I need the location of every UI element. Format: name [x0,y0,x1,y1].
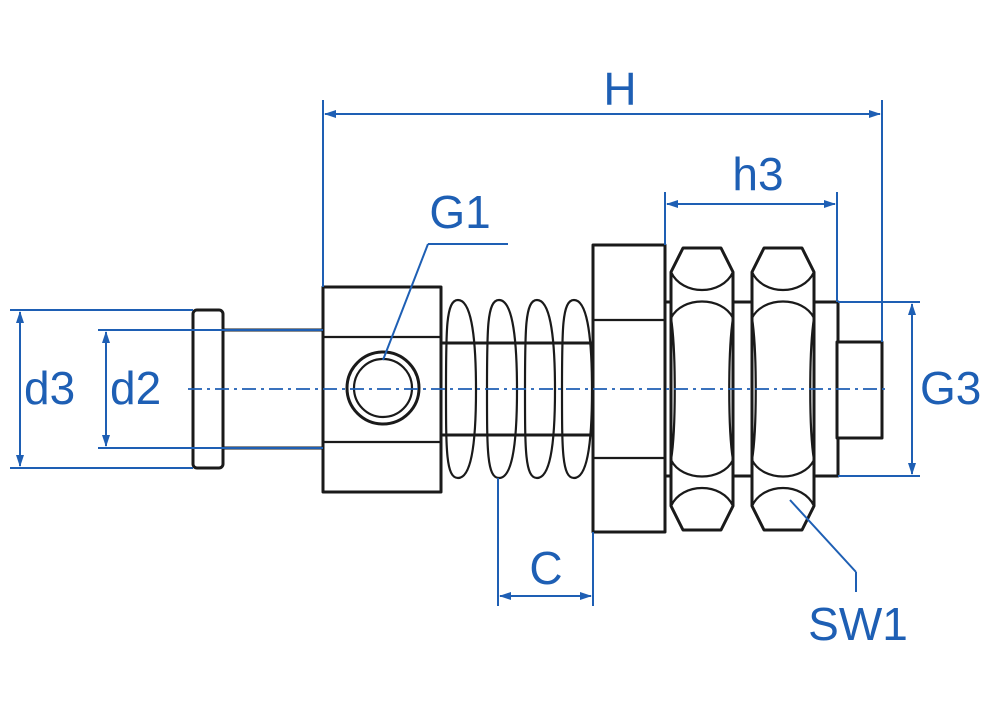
callout-G1: G1 [382,186,508,361]
dimension-G3: G3 [838,301,981,477]
callout-SW1: SW1 [789,499,908,650]
label-d3: d3 [24,362,75,414]
pin-end [835,340,884,440]
dimension-h3: h3 [664,148,838,302]
label-h3: h3 [732,148,783,200]
dimension-d3: d3 [10,309,193,469]
label-G3: G3 [920,362,981,414]
compression-spring [444,298,594,480]
label-SW1: SW1 [808,598,908,650]
label-G1: G1 [429,186,490,238]
dimension-C: C [497,478,594,606]
label-H: H [603,63,636,115]
cross-hole-G1 [345,350,421,426]
label-C: C [529,542,562,594]
label-d2: d2 [110,362,161,414]
dimension-H: H [322,63,883,342]
dimension-d2: d2 [98,329,323,449]
